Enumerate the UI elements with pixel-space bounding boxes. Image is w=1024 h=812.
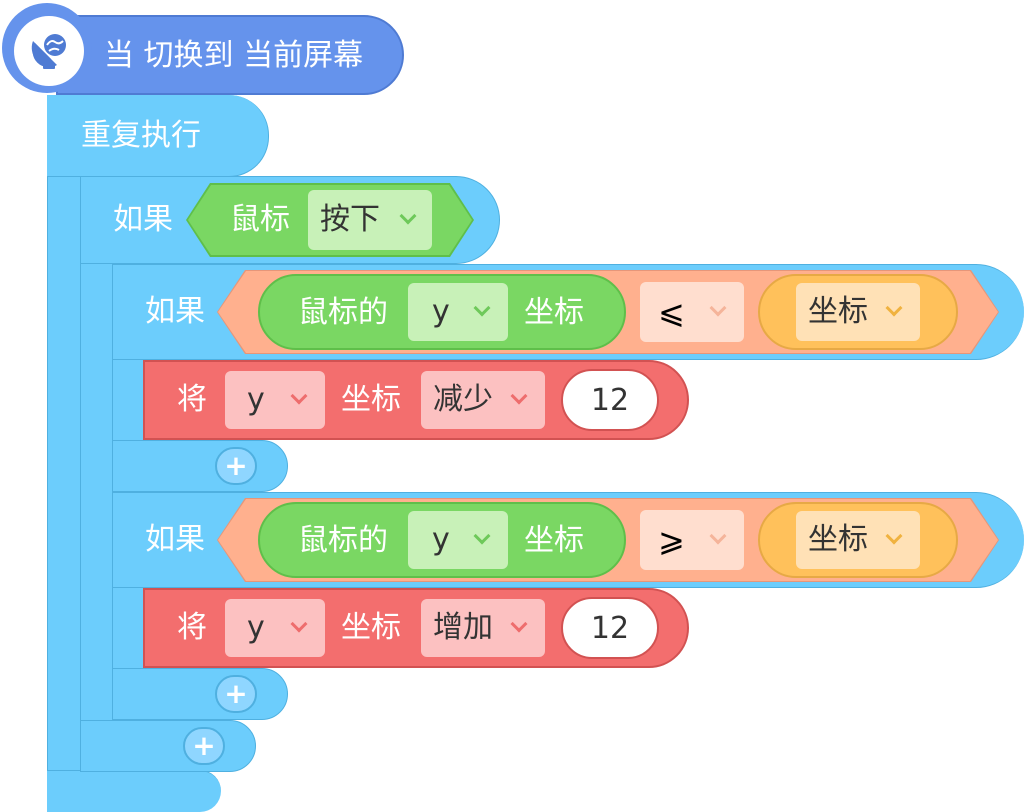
- axis-value: y: [432, 522, 450, 557]
- if-outer-side[interactable]: [80, 176, 113, 772]
- variable-reporter-2[interactable]: 坐标: [758, 502, 958, 578]
- mouse-state-value: 按下: [320, 202, 380, 237]
- amount-input-1[interactable]: 12: [561, 369, 659, 431]
- chevron-down-icon: [510, 387, 528, 405]
- loop-block-side[interactable]: [47, 95, 81, 812]
- variable-dropdown-2[interactable]: 坐标: [796, 511, 920, 569]
- operator-dropdown-le[interactable]: ⩽: [640, 282, 744, 342]
- axis-dropdown-action-2[interactable]: y: [225, 599, 325, 657]
- variable-value-2: 坐标: [808, 522, 868, 557]
- axis-dropdown-action-1[interactable]: y: [225, 371, 325, 429]
- chevron-down-icon: [709, 527, 727, 545]
- add-block-button-inner-2[interactable]: +: [215, 675, 257, 713]
- chevron-down-icon: [290, 615, 308, 633]
- axis-dropdown[interactable]: y: [408, 511, 508, 569]
- chevron-down-icon: [473, 299, 491, 317]
- variable-dropdown-1[interactable]: 坐标: [796, 283, 920, 341]
- action-verb-1: 将: [177, 382, 207, 417]
- axis-dropdown[interactable]: y: [408, 283, 508, 341]
- mouse-prefix-label: 鼠标的: [298, 523, 388, 558]
- coord-label: 坐标: [524, 523, 584, 558]
- chevron-down-icon: [473, 527, 491, 545]
- axis-value-action-2: y: [247, 610, 265, 645]
- change-y-block-2[interactable]: 将 y 坐标 增加 12: [143, 588, 689, 668]
- variable-reporter-1[interactable]: 坐标: [758, 274, 958, 350]
- mouse-state-dropdown[interactable]: 按下: [308, 190, 432, 250]
- add-block-button-outer[interactable]: +: [183, 727, 225, 765]
- if-inner-1-foot[interactable]: [112, 440, 288, 492]
- amount-value-1: 12: [590, 382, 630, 418]
- mode-value-1: 减少: [433, 382, 493, 417]
- mouse-sensor-label: 鼠标: [230, 202, 290, 237]
- amount-value-2: 12: [590, 610, 630, 646]
- loop-block-foot[interactable]: [47, 770, 221, 812]
- event-icon-bg: [14, 16, 84, 86]
- axis-value: y: [432, 294, 450, 329]
- variable-value-1: 坐标: [808, 294, 868, 329]
- mode-dropdown-1[interactable]: 减少: [421, 371, 545, 429]
- coord-label: 坐标: [524, 295, 584, 330]
- if-inner-2-label: 如果: [145, 522, 205, 557]
- mouse-prefix-label: 鼠标的: [298, 295, 388, 330]
- event-block[interactable]: 当 切换到 当前屏幕: [56, 15, 404, 95]
- axis-value-action-1: y: [247, 382, 265, 417]
- operator-le: ⩽: [658, 293, 685, 331]
- event-label: 当 切换到 当前屏幕: [104, 38, 364, 73]
- action-coord-label-1: 坐标: [341, 382, 401, 417]
- action-verb-2: 将: [177, 610, 207, 645]
- event-icon-badge: [2, 3, 92, 93]
- if-inner-2-foot[interactable]: [112, 668, 288, 720]
- chevron-down-icon: [885, 527, 903, 545]
- chevron-down-icon: [399, 207, 417, 225]
- chevron-down-icon: [885, 299, 903, 317]
- add-block-button-inner-1[interactable]: +: [215, 447, 257, 485]
- mode-value-2: 增加: [433, 610, 493, 645]
- operator-ge: ⩾: [658, 521, 685, 559]
- if-outer-foot[interactable]: [80, 720, 256, 772]
- if-inner-1-label: 如果: [145, 294, 205, 329]
- loop-block[interactable]: 重复执行: [47, 95, 269, 177]
- change-y-block-1[interactable]: 将 y 坐标 减少 12: [143, 360, 689, 440]
- chevron-down-icon: [709, 299, 727, 317]
- loop-label: 重复执行: [81, 118, 201, 153]
- amount-input-2[interactable]: 12: [561, 597, 659, 659]
- mouse-y-reporter-2[interactable]: 鼠标的 y 坐标: [258, 502, 626, 578]
- chevron-down-icon: [510, 615, 528, 633]
- operator-dropdown-ge[interactable]: ⩾: [640, 510, 744, 570]
- satellite-dish-icon: [31, 34, 66, 69]
- chevron-down-icon: [290, 387, 308, 405]
- action-coord-label-2: 坐标: [341, 610, 401, 645]
- mouse-y-reporter-1[interactable]: 鼠标的 y 坐标: [258, 274, 626, 350]
- mode-dropdown-2[interactable]: 增加: [421, 599, 545, 657]
- if-outer-label: 如果: [113, 202, 173, 237]
